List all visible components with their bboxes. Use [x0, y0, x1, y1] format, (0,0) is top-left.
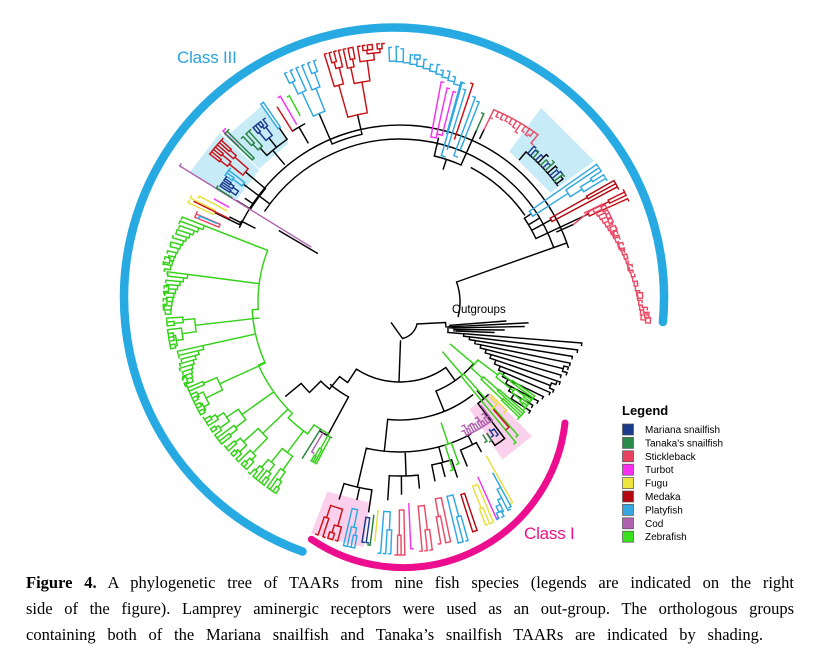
svg-text:Legend: Legend: [622, 403, 668, 418]
svg-text:Stickleback: Stickleback: [645, 452, 697, 463]
svg-text:Platyfish: Platyfish: [645, 505, 683, 516]
svg-text:Medaka: Medaka: [645, 492, 681, 503]
svg-text:Turbot: Turbot: [645, 465, 674, 476]
svg-text:Outgroups: Outgroups: [452, 304, 506, 316]
svg-text:Zebrafish: Zebrafish: [645, 532, 687, 543]
svg-text:Cod: Cod: [645, 519, 663, 530]
svg-text:Tanaka's snailfish: Tanaka's snailfish: [645, 438, 723, 449]
svg-text:Class III: Class III: [177, 48, 237, 67]
svg-text:Fugu: Fugu: [645, 479, 668, 490]
svg-text:Class I: Class I: [524, 524, 575, 543]
svg-text:Mariana snailfish: Mariana snailfish: [645, 425, 720, 436]
